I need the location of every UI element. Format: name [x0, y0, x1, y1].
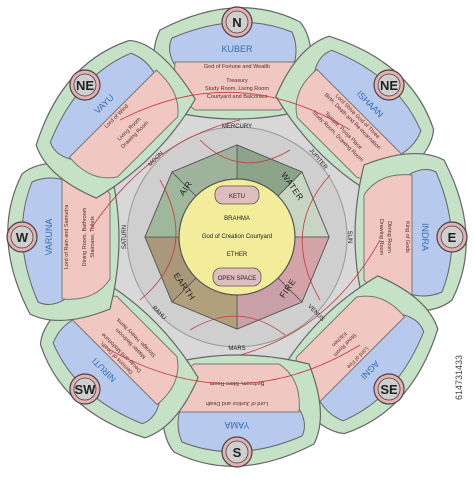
brahma-desc: God of Creation Courtyard [202, 234, 272, 240]
room-n-3: Courtyard and Balconies [207, 94, 267, 100]
room-n-2: Study Room, Living Room [205, 86, 269, 92]
planet-saturn: SATURN [122, 225, 128, 249]
planet-mercury: MERCURY [222, 124, 252, 130]
room-w-2: Staircase, Toilets [90, 216, 96, 258]
dir-label-n: N [232, 15, 241, 30]
open-space-label: OPEN SPACE [218, 276, 257, 282]
dir-label-w: W [16, 230, 29, 245]
deity-indra: INDRA [420, 223, 430, 251]
ketu-box [214, 185, 260, 205]
room-w-1: Dining Room, Bathroom [82, 207, 88, 266]
lobe-east: E INDRA King of Gods Dining Room Drawing… [354, 153, 468, 312]
lobe-northwest: NE VAYU Lord of Wind Living Room Drawing… [35, 39, 196, 199]
room-e-1: Dining Room [386, 221, 392, 253]
decorative-red-lines [89, 91, 381, 385]
desc-indra: King of Gods [404, 221, 410, 253]
desc-yama: Lord of Justice and Death [206, 400, 269, 406]
planet-mars: MARS [228, 346, 245, 352]
deity-varuna: VARUNA [44, 219, 54, 256]
dir-label-ne: NE [380, 78, 398, 93]
brahma-label: BRAHMA [224, 216, 250, 222]
dir-label-se: SE [380, 382, 398, 397]
open-space-box [212, 267, 262, 287]
watermark-stock-id: 614731433 [454, 355, 464, 400]
planet-sun: SUN [346, 231, 352, 244]
ketu-label: KETU [229, 194, 245, 200]
dir-label-e: E [448, 230, 457, 245]
ether-label: ETHER [227, 252, 248, 258]
desc-kuber: God of Fortune and Wealth [204, 64, 270, 70]
lobe-south: S YAMA Lord of Justice and Death Bedroom… [162, 354, 321, 468]
deity-kuber: KUBER [221, 44, 253, 54]
dir-label-s: S [233, 445, 242, 460]
deity-yama: YAMA [225, 420, 250, 430]
dir-label-sw: SW [74, 382, 96, 397]
brahma-circle [178, 178, 296, 296]
desc-varuna: Lord of Rain and Samudra [64, 204, 70, 269]
lobe-west: W VARUNA Lord of Rain and Samudra Dining… [6, 162, 120, 321]
room-e-2: Drawing Room [378, 219, 384, 256]
room-s-1: Bedroom, Store Room [209, 380, 264, 386]
lobe-southeast: SE AGNI Lord of Fire Stove Room Kitchen [278, 275, 439, 435]
dir-label-nw: NE [76, 78, 94, 93]
room-n-1: Treasury [226, 78, 248, 84]
